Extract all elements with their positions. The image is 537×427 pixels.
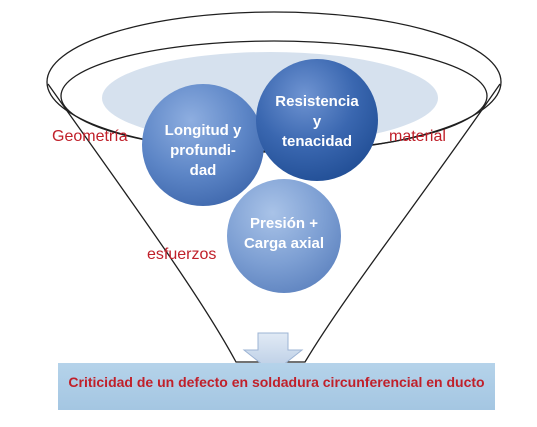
label-geometria: Geometría bbox=[52, 128, 128, 145]
label-esfuerzos: esfuerzos bbox=[147, 246, 217, 263]
result-box bbox=[58, 363, 495, 410]
down-arrow-icon bbox=[242, 332, 304, 374]
circle-resistencia-line-1: Resistencia bbox=[275, 93, 359, 110]
circle-resistencia bbox=[256, 59, 378, 181]
circle-presion bbox=[227, 179, 341, 293]
result-text: Criticidad de un defecto en soldadura ci… bbox=[68, 374, 485, 390]
label-material: material bbox=[389, 128, 446, 145]
circle-longitud bbox=[142, 84, 264, 206]
circle-longitud-line-3: dad bbox=[189, 162, 217, 179]
circle-resistencia-line-3: tenacidad bbox=[281, 133, 353, 150]
circle-longitud-line-2: profundi- bbox=[170, 142, 236, 159]
circle-presion-line-2: Carga axial bbox=[243, 235, 325, 252]
circle-longitud-line-1: Longitud y bbox=[164, 122, 242, 139]
circle-resistencia-line-2: y bbox=[312, 113, 322, 130]
circle-presion-line-1: Presión + bbox=[250, 215, 318, 232]
circle-presion-text: Presión + Carga axial bbox=[224, 214, 344, 254]
circle-resistencia-text: Resistencia y tenacidad bbox=[257, 92, 377, 152]
circle-longitud-text: Longitud y profundi- dad bbox=[143, 121, 263, 181]
